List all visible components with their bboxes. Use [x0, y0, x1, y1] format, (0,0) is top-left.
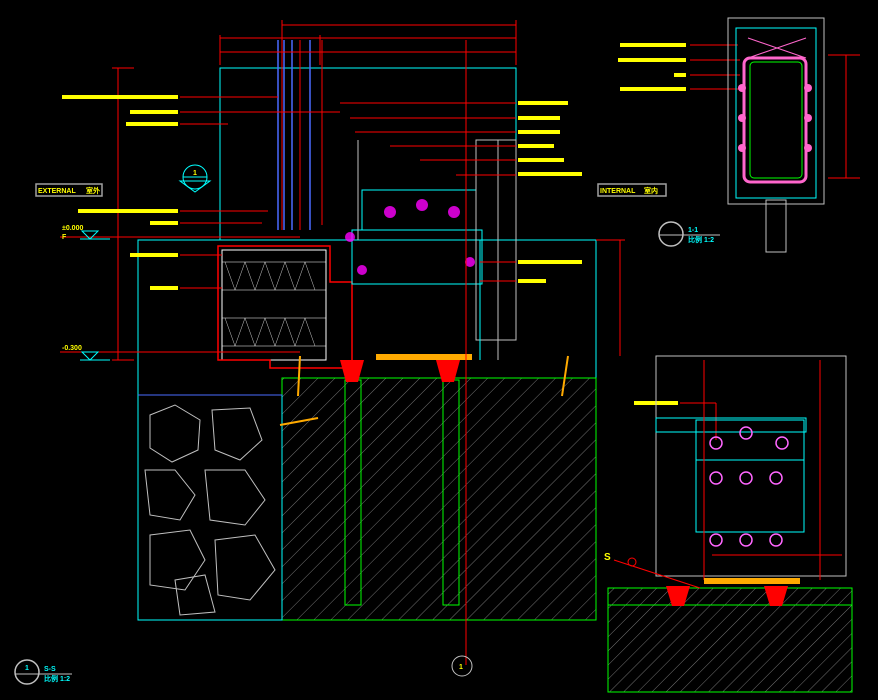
dimension-lines	[60, 20, 625, 665]
section-mark-main: 1	[178, 164, 212, 193]
svg-text:F: F	[62, 234, 67, 241]
level-marker-bottom: -0.300	[62, 345, 110, 361]
detail-1-1	[727, 17, 860, 253]
internal-cn: 室内	[644, 186, 658, 195]
external-cn: 室外	[86, 186, 100, 195]
main-section	[137, 40, 597, 621]
section-s-letter: S	[604, 552, 611, 563]
insulation	[221, 249, 327, 361]
detail-s-s: S	[604, 355, 853, 693]
section-mark-bottom: 1	[451, 655, 473, 677]
svg-text:1: 1	[459, 664, 463, 671]
internal-label: INTERNAL	[600, 188, 636, 195]
leader-annotations	[62, 43, 740, 440]
svg-text:1: 1	[25, 665, 29, 672]
section-mark-1-1: 1-1 比例 1:2	[658, 221, 720, 247]
external-label: EXTERNAL	[38, 188, 76, 195]
bolt-icons	[345, 199, 475, 275]
svg-text:1-1: 1-1	[688, 227, 698, 234]
svg-text:±0.000: ±0.000	[62, 225, 83, 232]
internal-tag	[597, 183, 667, 197]
level-marker-top: ±0.000 F	[62, 225, 110, 241]
concrete-slab	[281, 377, 597, 621]
section-mark-s-s: 1 S-S 比例 1:2	[14, 659, 72, 685]
svg-text:1: 1	[193, 170, 197, 177]
svg-text:比例 1:2: 比例 1:2	[688, 235, 714, 244]
svg-text:-0.300: -0.300	[62, 345, 82, 352]
svg-text:S-S: S-S	[44, 666, 56, 673]
svg-text:比例 1:2: 比例 1:2	[44, 674, 70, 683]
rubble-fill	[137, 394, 283, 621]
external-tag	[35, 183, 103, 197]
